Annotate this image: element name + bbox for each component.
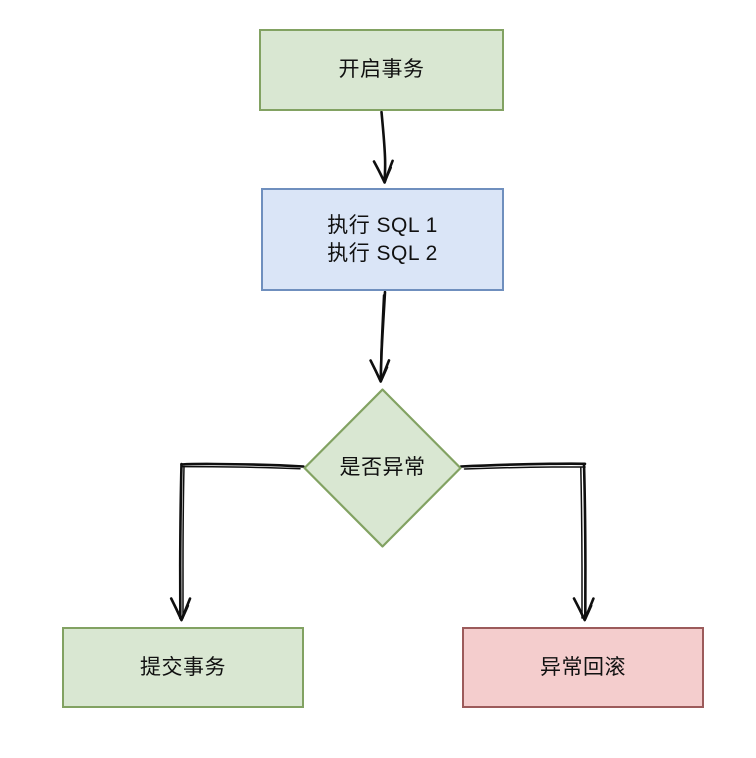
node-check-exception[interactable]: 是否异常	[303, 388, 462, 548]
edge-check-to-commit[interactable]	[169, 462, 305, 622]
edge-check-to-rollback[interactable]	[459, 462, 595, 622]
node-begin-transaction-label: 开启事务	[338, 58, 425, 82]
edge-begin-to-sql[interactable]	[372, 110, 394, 184]
edge-sql-to-check[interactable]	[369, 290, 391, 383]
node-commit-transaction-label: 提交事务	[140, 655, 226, 679]
node-execute-sql-label: 执行 SQL 1 执行 SQL 2	[327, 213, 438, 265]
node-rollback-label: 异常回滚	[540, 655, 626, 679]
diamond-shape	[303, 388, 462, 548]
node-execute-sql[interactable]: 执行 SQL 1 执行 SQL 2	[261, 188, 504, 291]
node-rollback[interactable]: 异常回滚	[462, 627, 704, 708]
edge-layer	[169, 110, 595, 622]
node-commit-transaction[interactable]: 提交事务	[62, 627, 304, 708]
node-check-exception-label: 是否异常	[339, 456, 426, 480]
node-begin-transaction[interactable]: 开启事务	[259, 29, 504, 111]
